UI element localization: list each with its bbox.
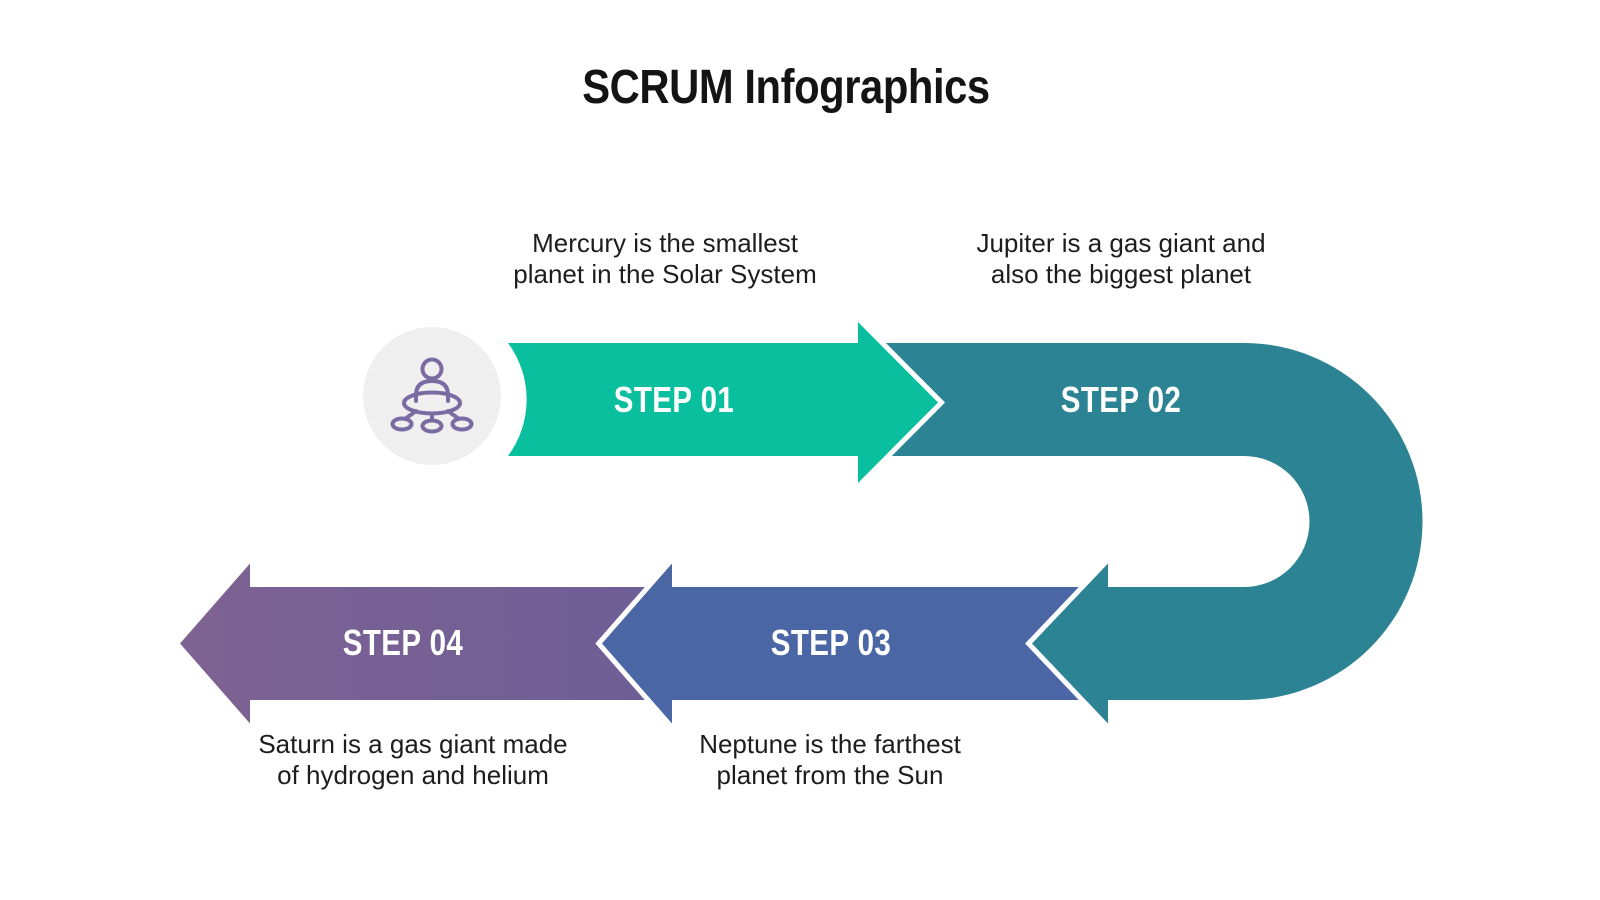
step-04-arrow — [173, 550, 705, 737]
step-01-caption-line2: planet in the Solar System — [513, 259, 817, 289]
icon-node-middle — [420, 418, 444, 434]
step-04-label: STEP 04 — [342, 622, 464, 663]
step-01-arrow — [498, 309, 946, 496]
step-02-caption: Jupiter is a gas giant and also the bigg… — [921, 228, 1321, 290]
step-04-caption-line2: of hydrogen and helium — [277, 760, 549, 790]
step-01-label: STEP 01 — [613, 379, 735, 420]
step-02-arrow — [860, 338, 1428, 737]
step-02-caption-line1: Jupiter is a gas giant and — [976, 228, 1266, 258]
step-01-caption: Mercury is the smallest planet in the So… — [465, 228, 865, 290]
page-title: SCRUM Infographics — [582, 61, 990, 114]
step-03-arrow — [595, 550, 1120, 737]
scrum-team-icon — [390, 357, 474, 434]
icon-head — [420, 357, 444, 381]
icon-node-left — [390, 416, 414, 432]
step-03-label: STEP 03 — [770, 622, 892, 663]
step-03-caption-line1: Neptune is the farthest — [699, 729, 961, 759]
start-node-circle — [363, 327, 501, 465]
icon-node-right — [450, 416, 474, 432]
icon-body — [414, 378, 450, 403]
step-04-caption-line1: Saturn is a gas giant made — [258, 729, 568, 759]
step-02-label: STEP 02 — [1060, 379, 1182, 420]
step-03-caption: Neptune is the farthest planet from the … — [630, 729, 1030, 791]
step-03-caption-line2: planet from the Sun — [716, 760, 944, 790]
step-04-caption: Saturn is a gas giant made of hydrogen a… — [213, 729, 613, 791]
step-01-caption-line1: Mercury is the smallest — [532, 228, 798, 258]
step-02-caption-line2: also the biggest planet — [990, 259, 1252, 289]
